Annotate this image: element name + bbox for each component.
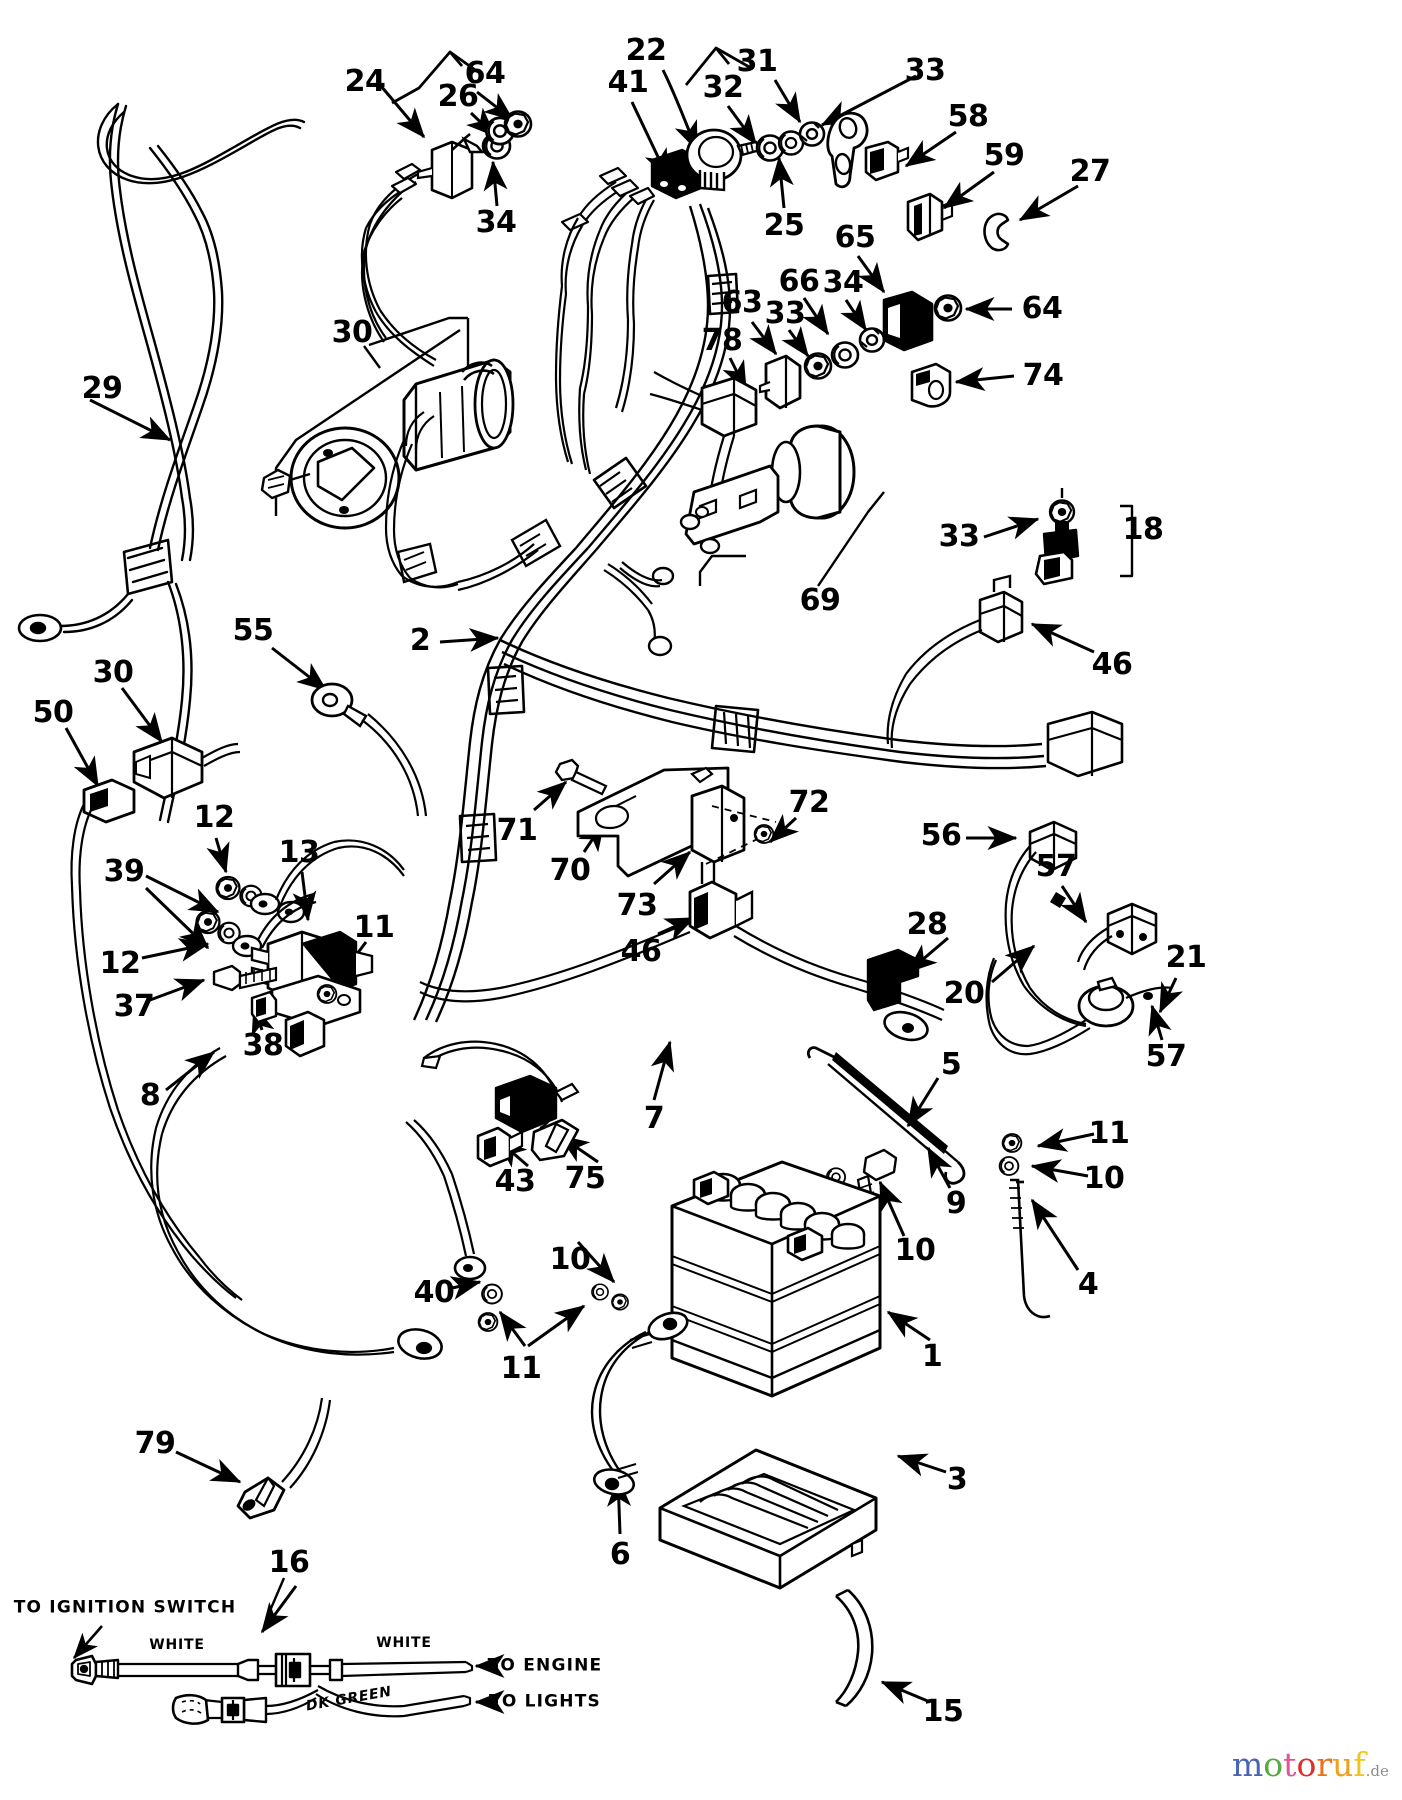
callout-71: 71 — [496, 813, 538, 848]
callout-79: 79 — [134, 1426, 176, 1461]
callout-33-b: 33 — [764, 296, 806, 331]
watermark-letter-o1: o — [1263, 1745, 1284, 1784]
callout-40: 40 — [413, 1275, 455, 1310]
callout-8: 8 — [139, 1078, 161, 1113]
callout-4: 4 — [1077, 1267, 1099, 1302]
callout-39: 39 — [103, 854, 145, 889]
callout-78: 78 — [701, 323, 743, 358]
callout-10-a: 10 — [1083, 1161, 1125, 1196]
callout-27: 27 — [1069, 154, 1111, 189]
callout-33-c: 33 — [938, 519, 980, 554]
callout-69: 69 — [799, 583, 841, 618]
watermark-letter-o2: o — [1296, 1745, 1317, 1784]
callout-9: 9 — [945, 1186, 967, 1221]
callout-63: 63 — [721, 285, 763, 320]
callout-57-b: 57 — [1145, 1039, 1187, 1074]
callout-1: 1 — [921, 1339, 943, 1374]
watermark-letter-t: t — [1283, 1745, 1297, 1784]
watermark-letter-u: u — [1332, 1745, 1354, 1784]
callout-46-b: 46 — [620, 934, 662, 969]
callout-30-a: 30 — [331, 315, 373, 350]
callout-70: 70 — [549, 853, 591, 888]
callout-41: 41 — [607, 65, 649, 100]
callout-18: 18 — [1122, 512, 1164, 547]
callout-6: 6 — [609, 1537, 631, 1572]
callout-22: 22 — [625, 33, 667, 68]
callout-7: 7 — [643, 1101, 665, 1136]
callout-25: 25 — [763, 208, 805, 243]
motoruf-watermark: motoruf.de — [1232, 1748, 1389, 1781]
callout-74: 74 — [1022, 358, 1064, 393]
callout-64-a: 64 — [464, 56, 506, 91]
watermark-letter-r: r — [1316, 1745, 1333, 1784]
callout-38: 38 — [242, 1028, 284, 1063]
callout-72: 72 — [788, 785, 830, 820]
callout-64-b: 64 — [1021, 291, 1063, 326]
callout-37: 37 — [113, 989, 155, 1024]
callout-57-a: 57 — [1035, 849, 1077, 884]
callout-34-a: 34 — [475, 205, 517, 240]
callout-11-b: 11 — [1088, 1116, 1130, 1151]
callout-20: 20 — [943, 976, 985, 1011]
callout-10-c: 10 — [549, 1242, 591, 1277]
callout-55: 55 — [232, 613, 274, 648]
legend-white-right: WHITE — [376, 1635, 432, 1651]
callout-34-b: 34 — [822, 265, 864, 300]
callout-58: 58 — [947, 99, 989, 134]
callout-32: 32 — [702, 70, 744, 105]
callout-33-a: 33 — [904, 53, 946, 88]
legend-to-ignition-switch: TO IGNITION SWITCH — [13, 1597, 237, 1618]
callout-56: 56 — [920, 818, 962, 853]
callout-65: 65 — [834, 220, 876, 255]
callout-29: 29 — [81, 371, 123, 406]
callout-5: 5 — [940, 1047, 962, 1082]
callout-59: 59 — [983, 138, 1025, 173]
callout-46-a: 46 — [1091, 647, 1133, 682]
callout-73: 73 — [616, 888, 658, 923]
watermark-letter-m: m — [1232, 1745, 1264, 1784]
legend-white-upper: WHITE — [149, 1637, 205, 1653]
callout-16: 16 — [268, 1545, 310, 1580]
callout-26: 26 — [437, 79, 479, 114]
callout-3: 3 — [946, 1462, 968, 1497]
callout-13: 13 — [278, 835, 320, 870]
callout-10-b: 10 — [894, 1233, 936, 1268]
legend-to-engine: TO ENGINE — [487, 1655, 603, 1676]
callout-15: 15 — [922, 1694, 964, 1729]
callout-43: 43 — [494, 1164, 536, 1199]
watermark-letter-f: f — [1353, 1745, 1366, 1784]
callout-12-b: 12 — [99, 946, 141, 981]
callout-28: 28 — [906, 907, 948, 942]
callout-30-b: 30 — [92, 655, 134, 690]
callout-24: 24 — [344, 64, 386, 99]
callout-11-c: 11 — [500, 1351, 542, 1386]
callout-50: 50 — [32, 695, 74, 730]
callout-21: 21 — [1165, 940, 1207, 975]
callout-12-a: 12 — [193, 800, 235, 835]
callout-11-a: 11 — [353, 910, 395, 945]
callout-31: 31 — [736, 44, 778, 79]
legend-to-lights: TO LIGHTS — [489, 1691, 601, 1712]
callout-2: 2 — [409, 623, 431, 658]
callout-66: 66 — [778, 264, 820, 299]
callout-75: 75 — [564, 1161, 606, 1196]
watermark-suffix: .de — [1365, 1762, 1389, 1780]
